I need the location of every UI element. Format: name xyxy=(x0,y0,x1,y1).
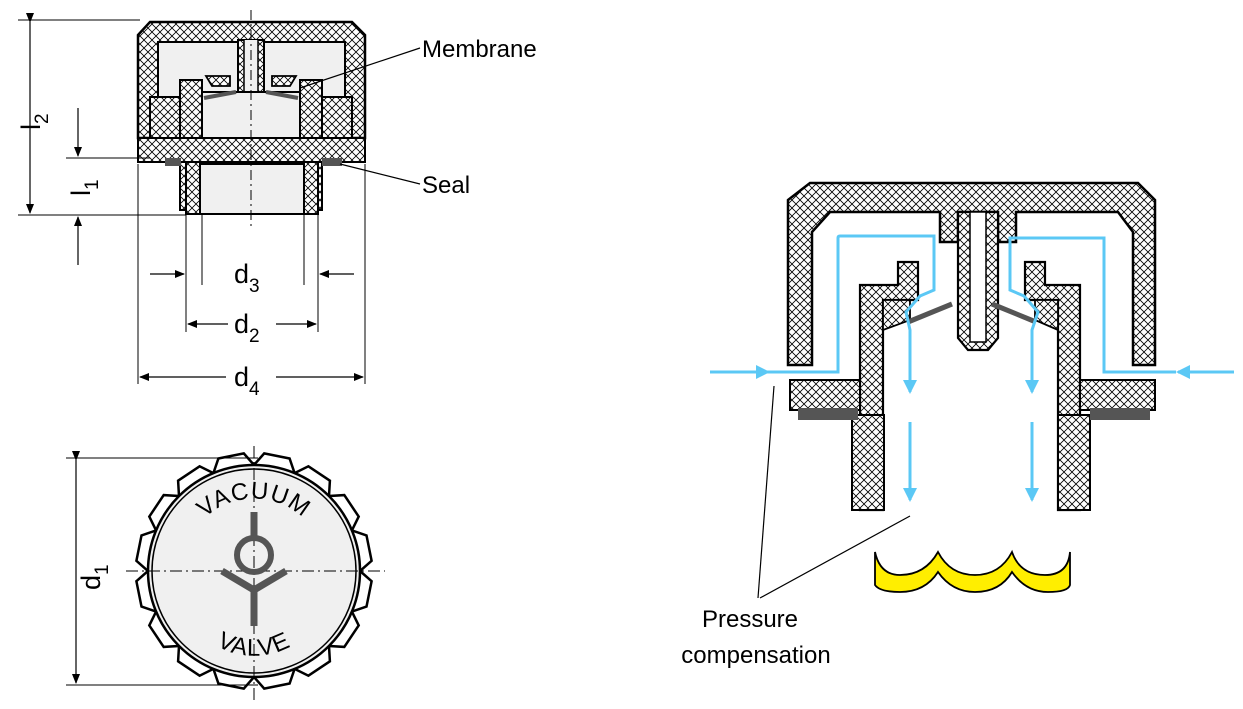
dim-d3: d3 xyxy=(234,259,260,297)
vacuum-symbol-icon xyxy=(220,512,288,626)
pressure-label-line1: Pressure xyxy=(702,606,798,633)
pressure-leader-2 xyxy=(759,515,911,599)
dim-l2: l2 xyxy=(16,113,53,130)
seal-right xyxy=(1090,408,1150,420)
airflow-path xyxy=(768,234,1176,374)
membrane-label: Membrane xyxy=(422,36,537,63)
pressure-label-line2: compensation xyxy=(681,642,830,669)
membrane-left xyxy=(907,301,953,325)
side-section-view: Membrane Seal l2 l1 d3 d2 d4 xyxy=(16,10,537,400)
dim-d4: d4 xyxy=(234,362,260,400)
dim-l1: l1 xyxy=(66,179,103,196)
top-view: VACUUM VALVE d1 xyxy=(66,446,385,700)
pressure-leader-1 xyxy=(757,385,775,599)
base-flange-right xyxy=(1079,379,1156,411)
seal xyxy=(165,158,181,166)
suction-object xyxy=(874,549,1071,593)
body-flange-right xyxy=(319,96,353,142)
seal-left xyxy=(798,408,858,420)
seal-leader xyxy=(339,163,421,185)
function-section-view: Pressure compensation xyxy=(681,181,1234,669)
membrane-lips xyxy=(204,75,298,87)
seal-label: Seal xyxy=(422,172,470,199)
membrane-right xyxy=(991,301,1037,325)
dim-d2: d2 xyxy=(234,309,260,347)
membrane-leader xyxy=(299,47,421,89)
base-flange-left xyxy=(789,379,861,411)
dim-d1: d1 xyxy=(76,564,113,590)
